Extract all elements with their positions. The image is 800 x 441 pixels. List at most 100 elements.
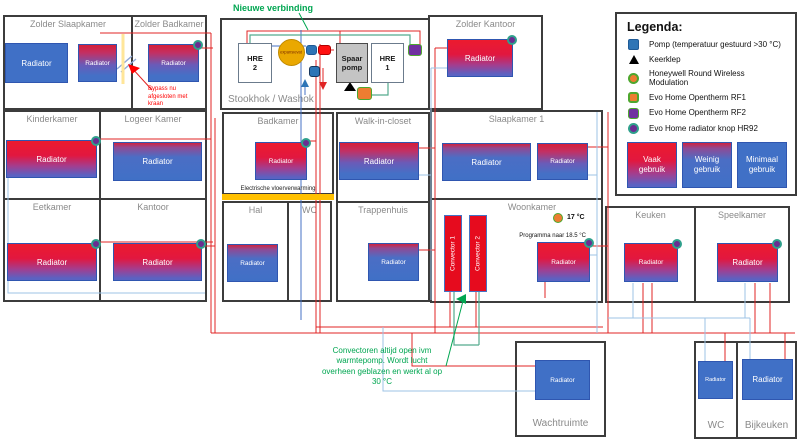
boiler-hre1: HRE 1 [371, 43, 404, 83]
room-label: Walk-in-closet [354, 116, 412, 126]
legend-item-keerklep: Keerklep [627, 55, 787, 65]
legend-item-honeywell: Honeywell Round Wireless Modulation [627, 69, 787, 88]
convector-label: Convector 2 [474, 235, 482, 272]
radiator-label: Radiator [36, 257, 68, 267]
room-label: Stookhok / Washok [228, 94, 314, 105]
pump-icon [309, 66, 320, 77]
radiator-label: Radiator [85, 59, 110, 67]
buffer-pump-label: Spaar pomp [341, 54, 363, 72]
radiator-logeer-kamer: Radiator [113, 142, 202, 181]
radiator-badkamer: Radiator [255, 138, 311, 180]
room-label: Trappenhuis [358, 205, 408, 215]
boiler-label: HRE 2 [247, 54, 263, 72]
opentherm-rf1-icon [357, 87, 372, 100]
radiator-label: Radiator [36, 154, 67, 164]
room-label: Zolder Slaapkamer [29, 19, 107, 29]
convector-1: Convector 1 [444, 215, 462, 292]
radiator-label: Radiator [464, 53, 496, 63]
radiator-woonkamer: Radiator [537, 238, 594, 282]
honeywell-round-icon [553, 213, 563, 223]
hr92-knob-icon [91, 239, 101, 249]
new-connection-annotation: Nieuwe verbinding [233, 3, 314, 13]
radiator-label: Radiator [268, 157, 294, 165]
radiator-label: Radiator [638, 259, 664, 266]
radiator-zolder-kantoor: Radiator [447, 35, 517, 77]
radiator-walk-in-closet: Radiator [339, 142, 419, 180]
radiator-hal: Radiator [227, 244, 278, 282]
room-label: Kantoor [137, 202, 169, 212]
room-label: Zolder Kantoor [455, 19, 516, 29]
radiator-label: Radiator [161, 59, 186, 67]
usage-swatch-weinig: Weinig gebruik [682, 142, 732, 189]
radiator-zolder-slaapkamer-2: Radiator [78, 44, 117, 82]
pump-icon [627, 39, 640, 50]
boiler-hre2: HRE 2 [238, 43, 272, 83]
legend-item-label: Evo Home radiator knop HR92 [649, 123, 758, 133]
legend-item-rf1: Evo Home Opentherm RF1 [627, 92, 787, 104]
legend-item-label: Pomp (temperatuur gestuurd >30 °C) [649, 39, 781, 49]
radiator-wachtruimte: Radiator [535, 360, 590, 400]
room-label: Woonkamer [507, 202, 557, 212]
room-label: Speelkamer [717, 210, 767, 220]
radiator-slaapkamer1-1: Radiator [442, 143, 531, 181]
legend-item-rf2: Evo Home Opentherm RF2 [627, 107, 787, 119]
radiator-label: Radiator [471, 157, 502, 167]
hr92-knob-icon [772, 239, 782, 249]
radiator-trappenhuis: Radiator [368, 243, 419, 281]
room-label: Bijkeuken [744, 420, 789, 431]
hr92-knob-icon [193, 40, 203, 50]
hr92-knob-icon [196, 239, 206, 249]
radiator-label: Radiator [21, 58, 52, 68]
boiler-label: HRE 1 [379, 54, 396, 72]
convector-annotation: Convectoren altijd open ivm warmtepomp. … [321, 346, 443, 387]
expansion-vessel-icon: expansievat [278, 39, 305, 66]
room-label: Eetkamer [32, 202, 72, 212]
convector-label: Convector 1 [449, 235, 457, 272]
honeywell-round-icon [627, 72, 640, 84]
floor-heating-label: Electrische vloerverwarming [240, 186, 316, 192]
room-label: WC [707, 420, 725, 431]
legend-item-label: Keerklep [649, 54, 681, 64]
room-label: Badkamer [257, 116, 299, 126]
radiator-label: Radiator [381, 258, 406, 266]
radiator-label: Radiator [240, 259, 265, 267]
room-label: Slaapkamer 1 [488, 114, 545, 124]
radiator-label: Radiator [551, 258, 576, 266]
legend-item-label: Evo Home Opentherm RF1 [649, 92, 746, 102]
pump-icon [306, 45, 317, 55]
radiator-zolder-badkamer: Radiator [148, 40, 203, 82]
room-wc: WC [287, 201, 332, 302]
radiator-bijkeuken: Radiator [742, 359, 793, 400]
hr92-knob-icon [301, 138, 311, 148]
radiator-zolder-slaapkamer-1: Radiator [5, 43, 68, 83]
legend-item-pomp: Pomp (temperatuur gestuurd >30 °C) [627, 39, 787, 50]
usage-swatch-minimaal: Minimaal gebruik [737, 142, 787, 189]
room-label: WC [302, 205, 317, 215]
radiator-label: Radiator [752, 375, 783, 384]
hr92-knob-icon [627, 123, 640, 135]
opentherm-rf1-icon [627, 92, 640, 104]
radiator-speelkamer: Radiator [717, 239, 782, 282]
convector-2: Convector 2 [469, 215, 487, 292]
pump-hot-icon [318, 45, 331, 55]
hr92-knob-icon [507, 35, 517, 45]
woonkamer-program-label: Programma naar 18.5 °C [519, 233, 586, 239]
buffer-pump: Spaar pomp [336, 43, 368, 83]
room-label: Hal [248, 205, 263, 215]
woonkamer-temperature: 17 °C [567, 214, 585, 221]
radiator-kantoor: Radiator [113, 239, 206, 281]
radiator-slaapkamer1-2: Radiator [537, 143, 588, 180]
radiator-label: Radiator [142, 257, 173, 267]
hr92-knob-icon [91, 136, 101, 146]
usage-swatch-vaak: Vaak gebruik [627, 142, 677, 189]
radiator-kinderkamer: Radiator [6, 136, 101, 178]
radiator-eetkamer: Radiator [7, 239, 101, 281]
radiator-label: Radiator [550, 158, 575, 165]
room-label: Wachtruimte [532, 418, 589, 429]
bypass-annotation: Bypass nu afgesloten met kraan [148, 86, 188, 107]
room-label: Logeer Kamer [124, 114, 182, 124]
radiator-label: Radiator [363, 156, 395, 166]
radiator-label: Radiator [142, 157, 173, 166]
radiator-keuken: Radiator [624, 239, 682, 282]
